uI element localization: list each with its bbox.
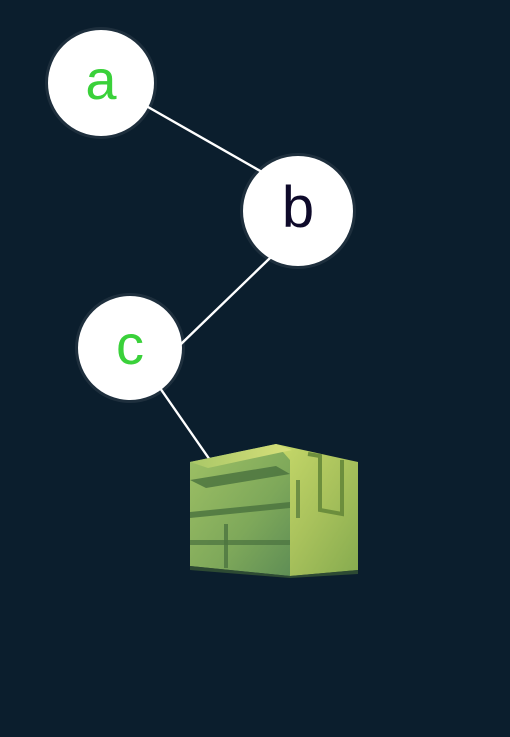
- edge-b-c: [178, 256, 272, 347]
- edge-a-b: [146, 105, 264, 174]
- cube-groove-1: [190, 466, 290, 488]
- green-block-cube-icon: [190, 444, 358, 578]
- cube-right-face: [276, 444, 358, 576]
- node-a[interactable]: a: [48, 30, 154, 136]
- cube-groove-v1: [224, 524, 228, 568]
- cube-top-face: [190, 444, 292, 468]
- edge-c-cube: [158, 386, 212, 462]
- cube-bottom-edge: [190, 566, 358, 578]
- cube-groove-side: [307, 452, 344, 517]
- node-a-label: a: [85, 48, 117, 111]
- node-c-label: c: [116, 313, 144, 376]
- node-c[interactable]: c: [78, 296, 182, 400]
- node-b-label: b: [281, 175, 315, 240]
- node-b[interactable]: b: [243, 156, 353, 266]
- cube-groove-3: [190, 540, 290, 545]
- cube-groove-v2: [296, 480, 300, 518]
- cube-groove-2: [190, 502, 290, 518]
